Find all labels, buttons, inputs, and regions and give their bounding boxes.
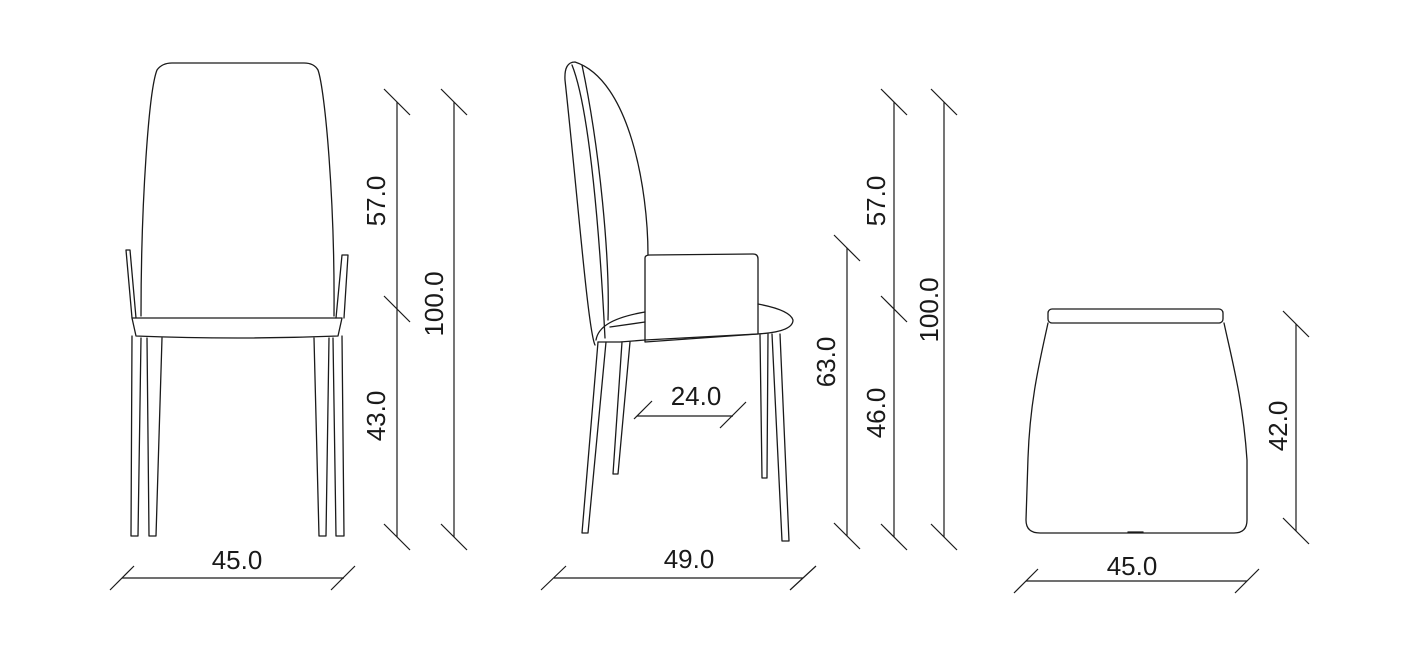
side-leg-front-inner: [759, 333, 769, 479]
side-backrest-back: [581, 64, 609, 321]
side-backrest-outer: [564, 61, 649, 346]
front-seat: [131, 317, 343, 339]
front-armrest-right: [335, 254, 349, 319]
pouf-width-dimension: 45.0: [1013, 551, 1260, 594]
pouf-top-cushion: [1047, 308, 1224, 324]
front-leg-inner-left: [146, 337, 163, 537]
pouf-height-dimension: 42.0: [1263, 310, 1310, 545]
side-leg-back-inner: [612, 341, 631, 475]
front-seat-height-label: 43.0: [361, 391, 391, 442]
side-seat-line: [609, 321, 646, 328]
pouf-view: [1025, 308, 1248, 534]
side-height-dimension: 63.0 57.0 46.0 100.0: [811, 88, 958, 551]
side-depth-dimension: 49.0: [540, 544, 817, 591]
side-arm-depth-dimension: 24.0: [633, 381, 747, 429]
pouf-height-label: 42.0: [1263, 401, 1293, 452]
side-seat-height-label: 46.0: [861, 388, 891, 439]
side-leg-back-outer: [581, 341, 607, 534]
front-leg-outer-left: [130, 335, 142, 537]
side-arm-height-label: 63.0: [811, 337, 841, 388]
front-leg-outer-right: [332, 335, 345, 537]
front-width-label: 45.0: [212, 545, 263, 575]
front-armrest-left: [125, 249, 137, 319]
front-width-dimension: 45.0: [109, 545, 356, 591]
pouf-width-label: 45.0: [1107, 551, 1158, 581]
front-backrest-height-label: 57.0: [361, 176, 391, 227]
front-backrest: [140, 62, 335, 317]
side-arm-depth-label: 24.0: [671, 381, 722, 411]
side-view: [564, 61, 794, 542]
pouf-body: [1025, 322, 1248, 534]
side-armrest: [644, 253, 759, 343]
side-total-height-label: 100.0: [914, 277, 944, 342]
front-total-height-label: 100.0: [419, 271, 449, 336]
side-backrest-height-label: 57.0: [861, 176, 891, 227]
front-leg-inner-right: [313, 337, 330, 537]
side-seat: [595, 303, 794, 343]
side-backrest-inner: [571, 64, 606, 339]
side-depth-label: 49.0: [664, 544, 715, 574]
side-leg-front-outer: [771, 333, 790, 542]
front-view: [125, 62, 349, 537]
front-height-dimension: 57.0 43.0 100.0: [361, 88, 468, 551]
